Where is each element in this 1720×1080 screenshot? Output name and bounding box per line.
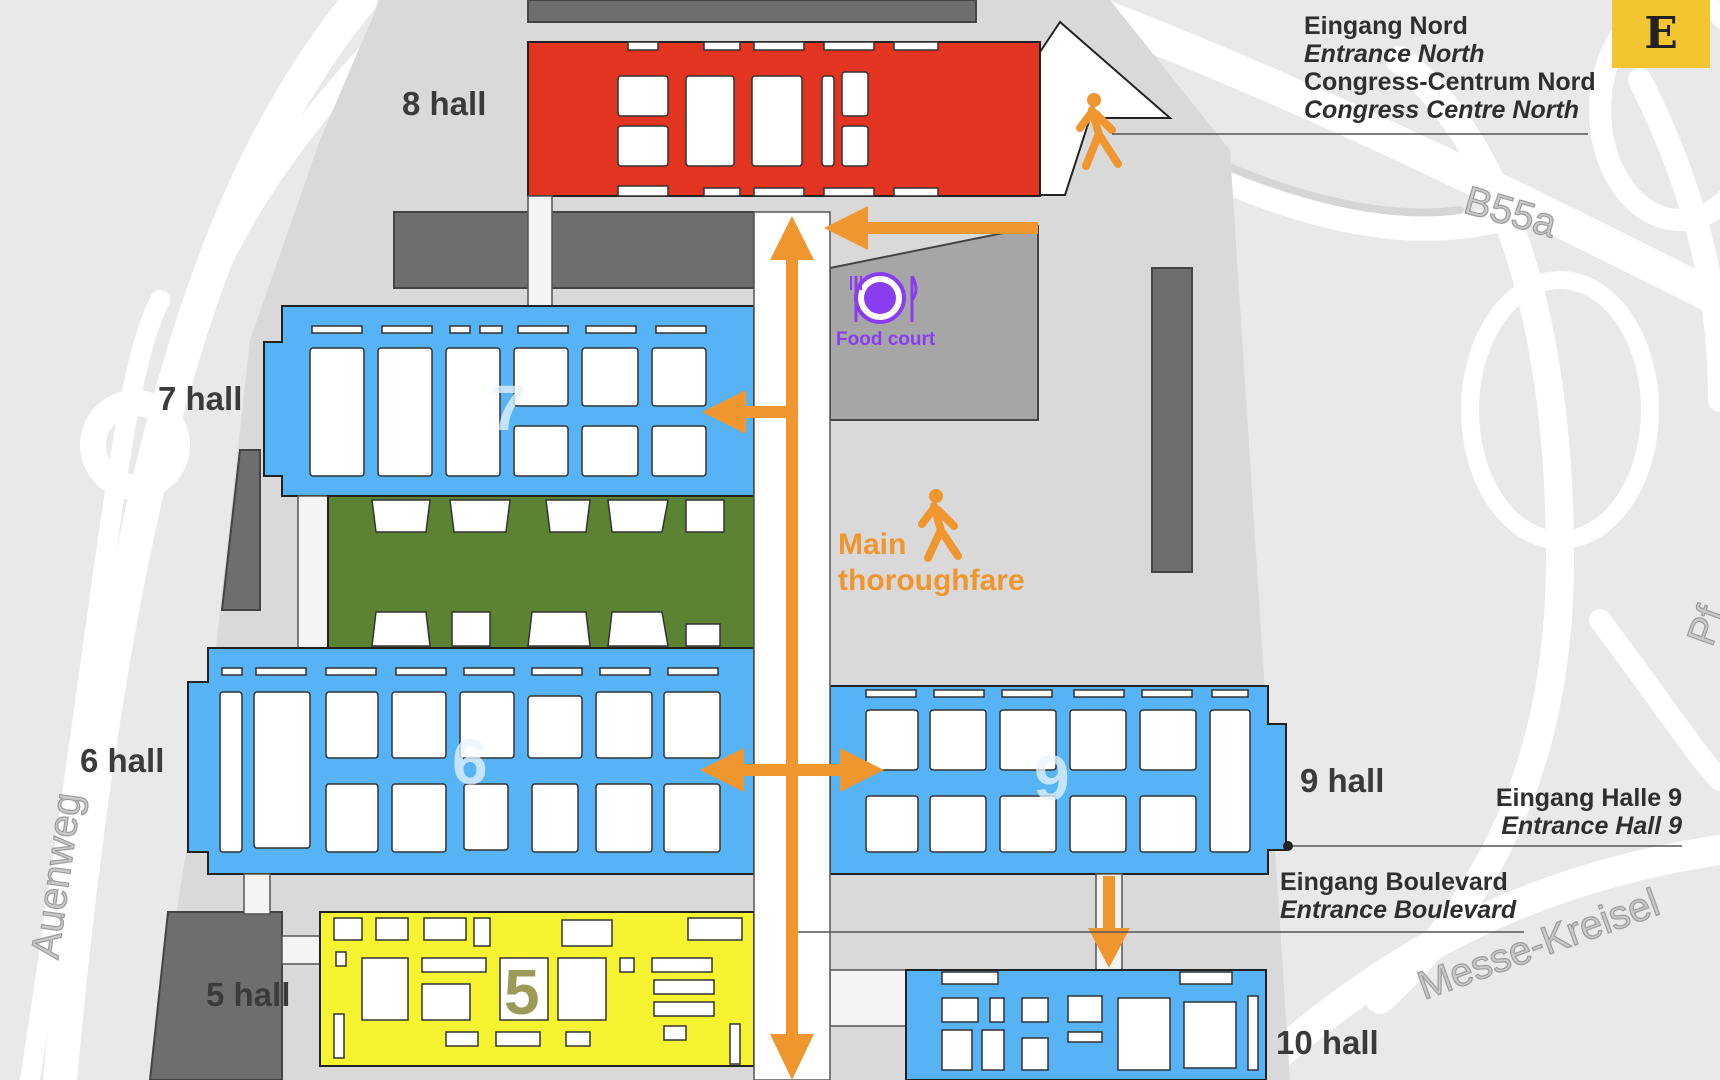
entrance-boulevard-line2: Entrance Boulevard [1280,896,1517,924]
connector-7-6 [297,495,329,649]
badge-letter: E [1644,8,1678,59]
route-arrowheads [700,206,1130,1080]
hall-8-annex [527,0,977,23]
entrance-boulevard-label: Eingang Boulevard Entrance Boulevard [1280,868,1517,924]
map-badge-button[interactable]: E [1612,0,1710,68]
entrance-dot-icon [1283,841,1293,851]
green-area-booths [371,499,725,647]
parking-strip [1151,267,1193,573]
hall-6-booths [219,667,721,853]
hall-8-label: 8 hall [402,85,486,122]
hall-9-number: 9 [1034,742,1070,814]
hall-6-number: 6 [452,726,488,798]
hall-8-booths [617,41,939,197]
entrance-north-line1: Eingang Nord [1304,12,1468,40]
side-block [220,449,261,611]
hall-7-label: 7 hall [158,380,242,417]
food-court-label: Food court [836,329,936,350]
food-court-icon [850,272,918,324]
hall-5-booths [333,917,743,1065]
walking-person-icon [1076,93,1122,170]
hall-10-annex [829,969,907,1027]
entrance-north-label: Eingang Nord Entrance North Congress-Cen… [1304,12,1596,124]
entrance-boulevard-line1: Eingang Boulevard [1280,868,1508,896]
hall-7-booths [309,325,707,477]
hall-10-label: 10 hall [1276,1024,1379,1061]
service-building [393,211,755,289]
walking-person-icon [918,489,962,562]
entrance-north-line3: Congress-Centrum Nord [1304,68,1596,96]
thoroughfare-label-line1: Main [838,528,906,561]
route-arrows [736,222,1115,1040]
entrance-hall-9-label: Eingang Halle 9 Entrance Hall 9 [1496,784,1682,840]
hall-5-number: 5 [504,956,540,1028]
hall-7-number: 7 [490,372,526,444]
connector-8-7 [527,195,553,307]
connector-5-west [281,935,321,965]
entrance-hall-9-line1: Eingang Halle 9 [1496,784,1682,812]
entrance-leader-lines [798,133,1682,933]
connector-6-5 [243,873,271,915]
hall-6-label: 6 hall [80,742,164,779]
entrance-north-line4: Congress Centre North [1304,96,1579,124]
hall-5-label: 5 hall [206,976,290,1013]
entrance-hall-9-line2: Entrance Hall 9 [1501,812,1682,840]
hall-9-booths [865,689,1251,853]
hall-10-booths [941,971,1259,1071]
thoroughfare-label-line2: thoroughfare [838,564,1025,597]
hall-9-label: 9 hall [1300,762,1384,799]
entrance-north-line2: Entrance North [1304,40,1485,68]
